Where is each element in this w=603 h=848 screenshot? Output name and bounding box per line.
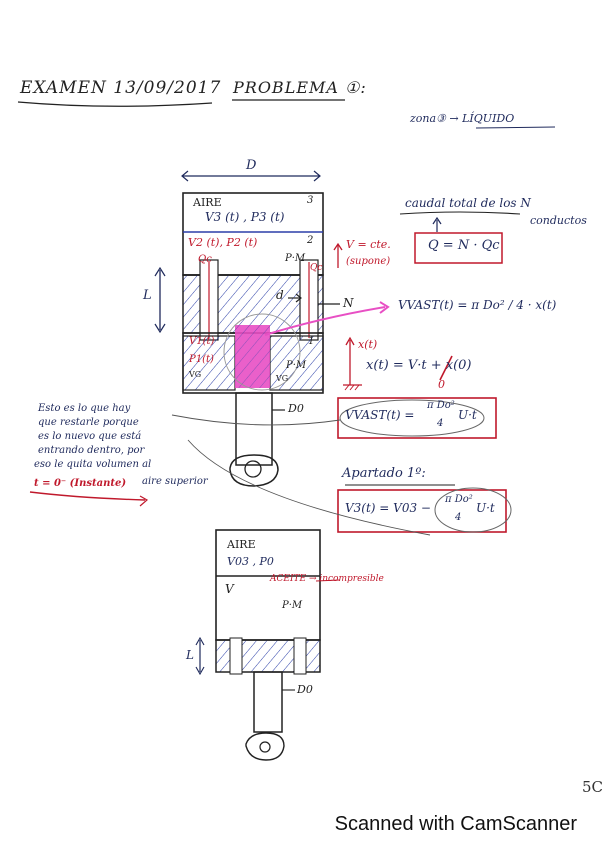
v3-eq-rhs: U·t	[476, 501, 495, 515]
vg-right-label: VG	[276, 374, 289, 383]
v2-label: V2 (t), P2 (t)	[188, 236, 258, 249]
v-const-label: V = cte.	[346, 238, 391, 251]
exam-title: EXAMEN 13/09/2017	[20, 78, 222, 98]
x0-zero: 0	[438, 378, 445, 391]
qc-left-label: Qc	[198, 254, 212, 265]
left-note-line2: que restarle porque	[38, 417, 139, 428]
length-l-label: L	[143, 288, 152, 303]
vvast-box	[337, 397, 497, 439]
left-note-line3: es lo nuevo que está	[38, 431, 142, 442]
p1-label: P1(t)	[189, 354, 214, 365]
x-axis-label: x(t)	[358, 338, 378, 351]
vvast-rhs: U·t	[458, 408, 477, 422]
v3-label: V3 (t) , P3 (t)	[205, 210, 285, 224]
scanner-watermark: Scanned with CamScanner	[0, 800, 599, 848]
caudal-line2: conductos	[530, 214, 587, 227]
left-note-line5: eso le quita volumen al	[34, 459, 152, 470]
dimension-d-label: D	[246, 158, 257, 173]
left-note-time: t = 0⁻ (Instante)	[34, 478, 127, 489]
x-equation: x(t) = V·t + x(0)	[366, 358, 472, 373]
piston-rod	[235, 392, 273, 466]
v3-frac-den: 4	[455, 512, 462, 523]
sketch-layer	[17, 99, 556, 761]
v3-eq-lhs: V3(t) = V03 −	[345, 501, 431, 515]
aire-label: AIRE	[193, 196, 222, 209]
left-note-line6: aire superior	[142, 476, 208, 487]
d-label: d	[276, 288, 284, 302]
q-formula-box	[414, 232, 503, 264]
highlight-arrow	[264, 306, 386, 336]
pm-lower-label: P·M	[286, 360, 307, 371]
fig2-aire-label: AIRE	[227, 538, 256, 551]
q-formula: Q = N · Qc	[428, 238, 500, 253]
fig2-l-label: L	[186, 648, 194, 662]
pm-label: P·M	[285, 253, 306, 264]
fig2-d0-label: D0	[297, 683, 313, 696]
zone-2-marker: 2	[307, 235, 314, 246]
page-number: 5C	[582, 778, 603, 796]
n-label: N	[343, 296, 354, 310]
vvast-frac-den: 4	[437, 418, 444, 429]
v-const-note: (supone)	[346, 256, 391, 267]
v1-label: V1(t)	[189, 336, 215, 347]
v3-frac-num: π Do²	[445, 494, 473, 505]
zone-1-marker: 1	[308, 336, 315, 347]
d0-label: D0	[288, 402, 304, 415]
caudal-line1: caudal total de los N	[405, 196, 531, 210]
v3-box	[337, 489, 507, 533]
fig2-pm-label: P·M	[282, 600, 303, 611]
title-underline	[17, 101, 213, 107]
apartado-heading: Apartado 1º:	[342, 466, 426, 481]
qc-right-label: Qc	[310, 263, 323, 273]
vvast-frac-num: π Do²	[427, 400, 455, 411]
fig2-v03-label: V03 , P0	[227, 555, 274, 568]
zone-note: zona③ → LÍQUIDO	[410, 112, 515, 125]
fig2-aceite-label: ACEITE → incompresible	[270, 574, 384, 584]
vg-left-label: VG	[189, 370, 202, 379]
left-note-line1: Esto es lo que hay	[38, 403, 131, 414]
fig2-v-label: V	[225, 582, 234, 596]
left-note-line4: entrando dentro, por	[38, 445, 145, 456]
zone-3-marker: 3	[307, 195, 314, 206]
vvast-lhs: VVAST(t) =	[345, 408, 415, 422]
problem-label: PROBLEMA ①:	[233, 78, 367, 97]
vvast-formula-1: VVAST(t) = π Do² / 4 · x(t)	[398, 298, 557, 312]
